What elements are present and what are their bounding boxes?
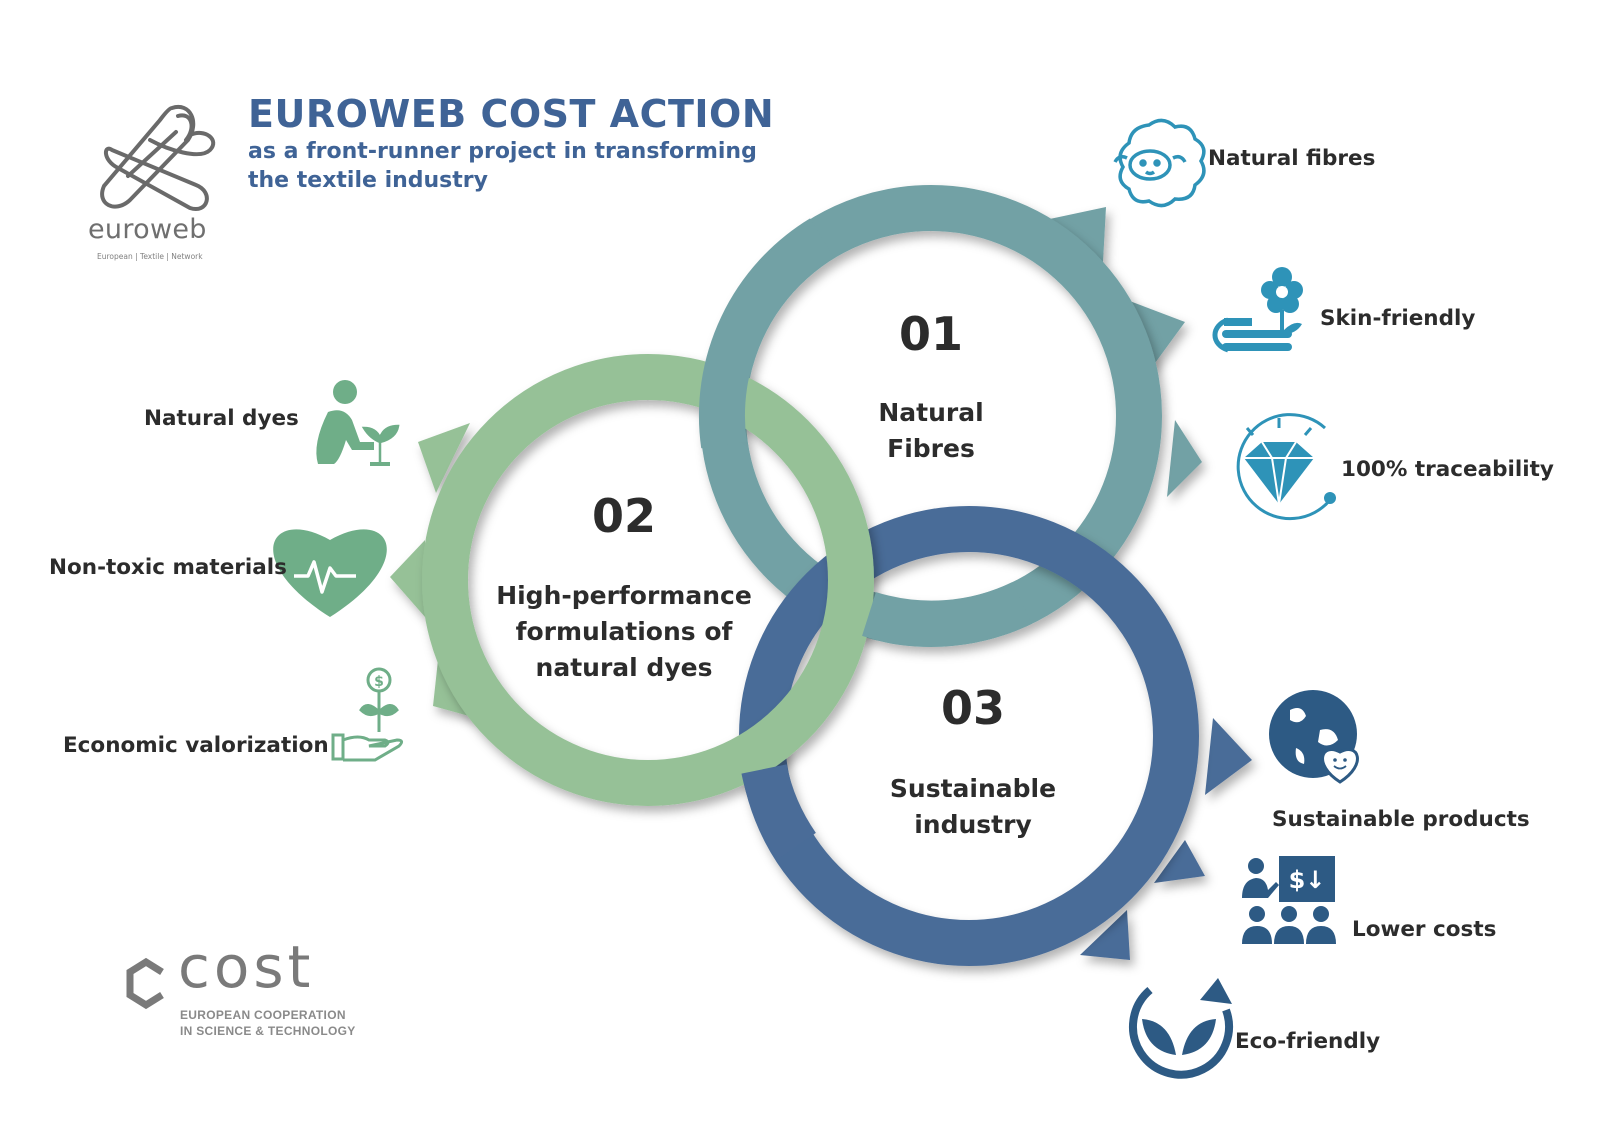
ring-01-line2: Fibres <box>887 434 975 463</box>
ring-03-line1: Sustainable <box>890 774 1056 803</box>
cost-logo-line2: IN SCIENCE & TECHNOLOGY <box>180 1024 356 1038</box>
ring-03-line2: industry <box>914 810 1032 839</box>
sheep-icon <box>1113 118 1206 208</box>
euroweb-knot-icon <box>100 104 216 211</box>
benefit-skin-friendly: Skin-friendly <box>1320 306 1476 331</box>
svg-text:$: $ <box>374 674 384 690</box>
diamond-icon <box>1236 413 1336 521</box>
ring-03-sustainable-industry <box>739 506 1199 966</box>
page-title: EUROWEB COST ACTION <box>248 92 775 136</box>
ring-01-overlap-a <box>699 218 835 449</box>
cost-logo-name: cost <box>178 933 315 1001</box>
ring-03-number: 03 <box>941 681 1005 735</box>
ring-03-text: 03 Sustainable industry <box>890 681 1056 839</box>
earth-heart-icon <box>1269 690 1359 784</box>
ring-02-line2: formulations of <box>516 617 734 646</box>
ring-02-natural-dyes <box>422 354 874 806</box>
benefit-economic-valorization: Economic valorization <box>63 733 329 758</box>
benefit-eco-friendly: Eco-friendly <box>1235 1029 1381 1054</box>
industry-pointer-3 <box>1080 910 1130 960</box>
ring-01-number: 01 <box>899 307 963 361</box>
fibres-pointer-2 <box>1127 300 1185 370</box>
ring-01-overlap-b <box>862 582 1032 647</box>
cost-hexagon-icon <box>126 957 164 1010</box>
gardener-icon <box>316 380 400 466</box>
ring-02-number: 02 <box>592 489 656 543</box>
fibres-pointer-3 <box>1167 420 1202 497</box>
ring-02-text: 02 High-performance formulations of natu… <box>496 489 752 682</box>
dyes-pointer-2 <box>390 540 425 617</box>
fibres-pointer-1 <box>1045 207 1106 262</box>
benefit-sustainable-products: Sustainable products <box>1272 807 1530 832</box>
ring-01-line1: Natural <box>878 398 983 427</box>
industry-pointer-1 <box>1205 718 1252 795</box>
industry-pointers <box>1080 718 1252 960</box>
cost-logo-line1: EUROPEAN COOPERATION <box>180 1008 346 1022</box>
ring-02-line1: High-performance <box>496 581 752 610</box>
euroweb-logo-name: euroweb <box>88 214 207 245</box>
money-plant-hand-icon: $ <box>331 667 404 762</box>
ring-03-overlap <box>741 763 817 860</box>
page-subtitle-line2: the textile industry <box>248 168 488 193</box>
heart-pulse-icon <box>273 529 387 617</box>
fibres-pointers <box>1045 207 1202 497</box>
benefit-non-toxic: Non-toxic materials <box>49 555 287 580</box>
presentation-costs-icon: $↓ <box>1242 856 1336 944</box>
euroweb-logo-tagline: European | Textile | Network <box>97 252 203 261</box>
ring-01-text: 01 Natural Fibres <box>878 307 983 463</box>
benefit-traceability: 100% traceability <box>1341 457 1554 482</box>
flower-towel-icon <box>1212 267 1303 353</box>
industry-pointer-2 <box>1154 840 1205 883</box>
dyes-pointer-1 <box>418 423 470 493</box>
eco-leaf-icon <box>1129 978 1233 1079</box>
benefit-natural-fibres: Natural fibres <box>1208 146 1376 171</box>
svg-text:$↓: $↓ <box>1289 866 1326 894</box>
ring-02-line3: natural dyes <box>536 653 713 682</box>
page-subtitle-line1: as a front-runner project in transformin… <box>248 139 757 164</box>
benefit-lower-costs: Lower costs <box>1352 917 1497 942</box>
benefit-natural-dyes: Natural dyes <box>144 406 299 431</box>
